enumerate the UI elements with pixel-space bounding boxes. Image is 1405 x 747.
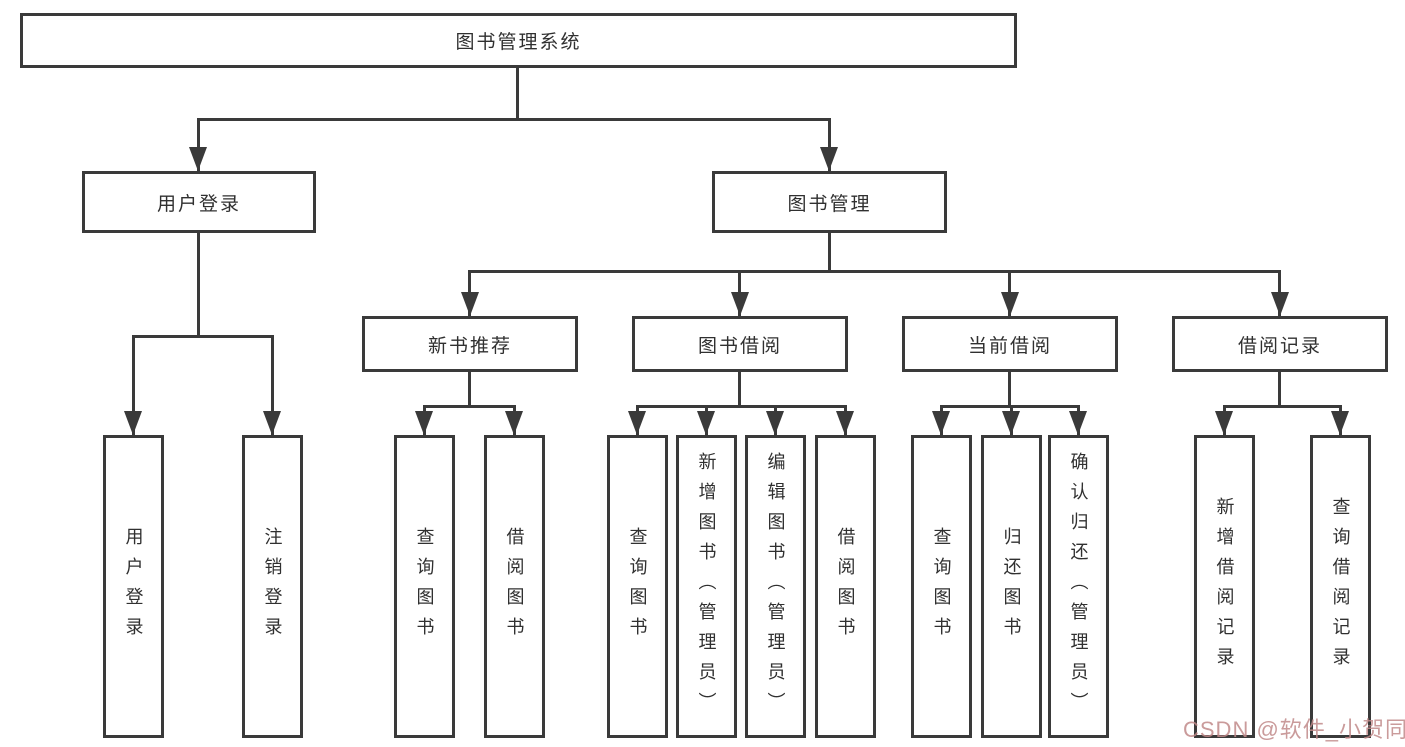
arrow-down-icon — [189, 147, 207, 171]
node-label: 图书借阅 — [697, 335, 782, 357]
node-label: 图书管理系统 — [455, 32, 582, 53]
arrow-down-icon — [415, 411, 433, 435]
node-leaf-borrow-books-2: 借阅图书 — [815, 435, 876, 738]
arrow-down-icon — [505, 411, 523, 435]
connector-line — [738, 372, 741, 407]
connector-line — [1223, 405, 1341, 408]
node-leaf-query-books-1: 查询图书 — [394, 435, 455, 738]
node-leaf-return-books: 归还图书 — [981, 435, 1042, 738]
connector-line — [271, 335, 274, 435]
connector-line — [636, 405, 847, 408]
node-leaf-confirm-return-admin: 确认归还（管理员） — [1048, 435, 1109, 738]
arrow-down-icon — [932, 411, 950, 435]
node-leaf-edit-books-admin: 编辑图书（管理员） — [745, 435, 806, 738]
node-label: 当前借阅 — [967, 335, 1052, 357]
connector-line — [516, 68, 519, 121]
node-leaf-borrow-books-1: 借阅图书 — [484, 435, 545, 738]
node-leaf-add-books-admin: 新增图书（管理员） — [676, 435, 737, 738]
arrow-down-icon — [263, 411, 281, 435]
node-label: 新书推荐 — [427, 335, 512, 357]
node-label: 查询图书 — [931, 526, 952, 647]
connector-line — [197, 233, 200, 338]
node-leaf-user-login: 用户登录 — [103, 435, 164, 738]
connector-line — [468, 270, 1281, 273]
connector-line — [828, 233, 831, 272]
connector-line — [468, 372, 471, 407]
arrow-down-icon — [1215, 411, 1233, 435]
connector-line — [423, 405, 515, 408]
node-library-management-system: 图书管理系统 — [20, 13, 1017, 68]
node-book-borrowing: 图书借阅 — [632, 316, 848, 372]
arrow-down-icon — [1069, 411, 1087, 435]
connector-line — [940, 405, 1079, 408]
arrow-down-icon — [628, 411, 646, 435]
arrow-down-icon — [1001, 292, 1019, 316]
node-label: 借阅记录 — [1237, 335, 1322, 357]
connector-line — [1278, 372, 1281, 407]
node-leaf-query-books-3: 查询图书 — [911, 435, 972, 738]
node-label: 查询图书 — [627, 526, 648, 647]
node-leaf-logout: 注销登录 — [242, 435, 303, 738]
connector-line — [197, 118, 831, 121]
node-label: 用户登录 — [156, 193, 241, 215]
node-user-login: 用户登录 — [82, 171, 316, 233]
node-borrowing-records: 借阅记录 — [1172, 316, 1388, 372]
arrow-down-icon — [836, 411, 854, 435]
arrow-down-icon — [124, 411, 142, 435]
connector-line — [1008, 372, 1011, 407]
connector-line — [828, 118, 831, 171]
node-label: 查询图书 — [414, 526, 435, 647]
node-label: 借阅图书 — [504, 526, 525, 647]
node-label: 用户登录 — [123, 526, 144, 647]
node-leaf-query-books-2: 查询图书 — [607, 435, 668, 738]
node-current-borrowing: 当前借阅 — [902, 316, 1118, 372]
connector-line — [132, 335, 273, 338]
arrow-down-icon — [731, 292, 749, 316]
node-label: 新增借阅记录 — [1214, 496, 1235, 677]
csdn-watermark: CSDN @软件_小贺同学 — [1183, 717, 1405, 742]
arrow-down-icon — [697, 411, 715, 435]
node-label: 借阅图书 — [835, 526, 856, 647]
connector-line — [132, 335, 135, 435]
node-label: 新增图书（管理员） — [696, 451, 717, 722]
connector-line — [197, 118, 200, 171]
arrow-down-icon — [1331, 411, 1349, 435]
node-label: 归还图书 — [1001, 526, 1022, 647]
arrow-down-icon — [1271, 292, 1289, 316]
node-label: 图书管理 — [787, 193, 872, 215]
arrow-down-icon — [820, 147, 838, 171]
node-leaf-query-borrow-record: 查询借阅记录 — [1310, 435, 1371, 738]
arrow-down-icon — [461, 292, 479, 316]
node-book-management: 图书管理 — [712, 171, 947, 233]
node-label: 查询借阅记录 — [1330, 496, 1351, 677]
node-leaf-add-borrow-record: 新增借阅记录 — [1194, 435, 1255, 738]
node-new-book-recommendation: 新书推荐 — [362, 316, 578, 372]
node-label: 注销登录 — [262, 526, 283, 647]
node-label: 确认归还（管理员） — [1068, 451, 1089, 722]
arrow-down-icon — [1002, 411, 1020, 435]
arrow-down-icon — [766, 411, 784, 435]
node-label: 编辑图书（管理员） — [765, 451, 786, 722]
